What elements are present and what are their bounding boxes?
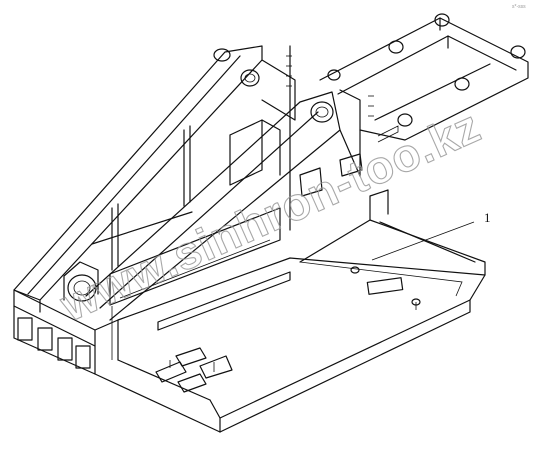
right-platform xyxy=(299,189,486,310)
callout-1: 1 xyxy=(371,210,491,261)
small-brackets xyxy=(155,153,363,393)
upper-arm xyxy=(319,17,529,177)
base-left-box xyxy=(13,289,221,433)
inner-walls xyxy=(109,207,291,360)
callout-label: 1 xyxy=(484,210,491,225)
pivot-pins xyxy=(63,13,526,302)
diagonal-beam xyxy=(85,91,341,321)
corner-mark: s*-sss xyxy=(512,4,526,10)
central-column xyxy=(229,45,296,231)
left-boom xyxy=(13,45,263,313)
callout-leader-line xyxy=(371,221,475,261)
